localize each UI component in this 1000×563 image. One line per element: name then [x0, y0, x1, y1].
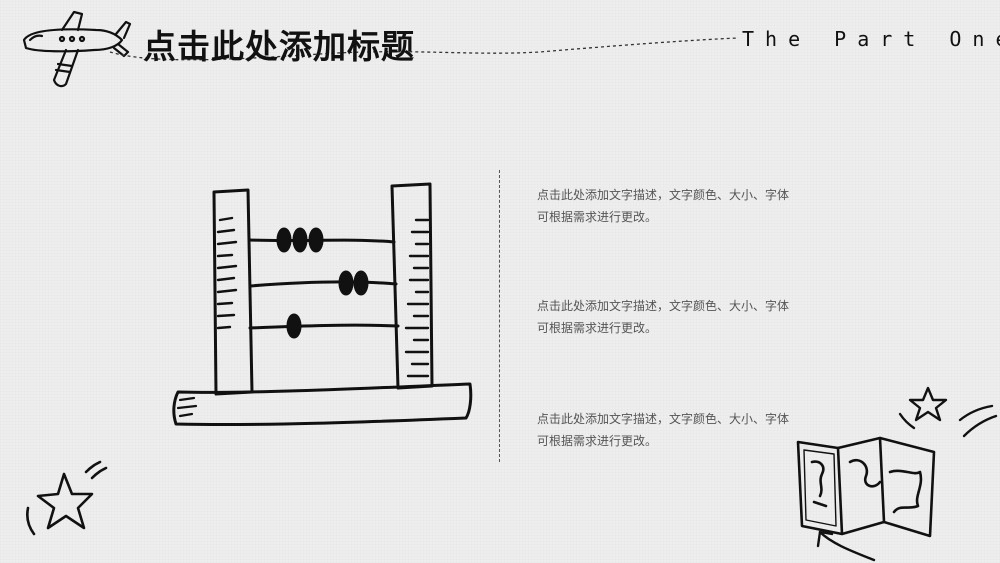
part-label: The Part One — [742, 27, 1000, 51]
description-line: 点击此处添加文字描述，文字颜色、大小、字体 — [537, 188, 790, 202]
description-block-1: 点击此处添加文字描述，文字颜色、大小、字体 可根据需求进行更改。 — [537, 184, 817, 228]
description-line: 点击此处添加文字描述，文字颜色、大小、字体 — [537, 299, 790, 313]
star-icon — [25, 460, 108, 536]
star-icon — [898, 386, 998, 438]
page-title: 点击此处添加标题 — [143, 27, 415, 66]
description-line: 点击此处添加文字描述，文字颜色、大小、字体 — [537, 412, 790, 426]
abacus-icon — [172, 182, 473, 427]
description-block-3: 点击此处添加文字描述，文字颜色、大小、字体 可根据需求进行更改。 — [537, 408, 817, 452]
vertical-divider — [499, 170, 500, 462]
curved-arrow-icon — [816, 530, 876, 562]
flight-path-line — [109, 37, 739, 61]
airplane-icon — [22, 10, 132, 88]
folded-map-icon — [796, 436, 936, 538]
description-block-2: 点击此处添加文字描述，文字颜色、大小、字体 可根据需求进行更改。 — [537, 295, 817, 339]
description-line: 可根据需求进行更改。 — [537, 434, 658, 448]
description-line: 可根据需求进行更改。 — [537, 210, 658, 224]
description-line: 可根据需求进行更改。 — [537, 321, 658, 335]
